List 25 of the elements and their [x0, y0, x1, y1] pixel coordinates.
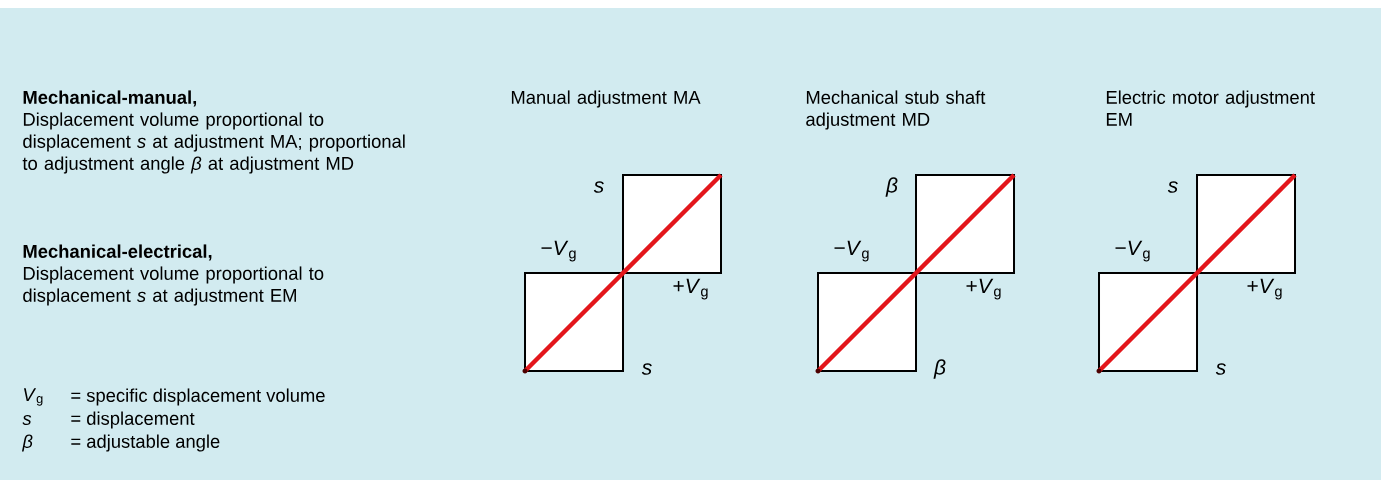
heading: Mechanical-manual,: [23, 90, 197, 107]
symbol: +V$_{g}$: [673, 278, 708, 300]
symbol: V$_{g}$: [24, 388, 43, 406]
symbol: −V$_{g}$: [541, 240, 576, 262]
symbol: s: [593, 181, 604, 193]
symbol: β: [885, 177, 898, 197]
legend-text: = specific displacement volume: [71, 388, 325, 406]
symbol: β: [21, 434, 33, 452]
symbol: s: [641, 363, 652, 375]
symbol: +V$_{g}$: [1247, 278, 1282, 300]
symbol: −V$_{g}$: [1115, 240, 1150, 262]
symbol: s: [1167, 181, 1178, 193]
symbol: −V$_{g}$: [834, 240, 869, 262]
heading: Mechanical-electrical,: [23, 244, 212, 261]
legend-text: = adjustable angle: [71, 434, 220, 452]
panel-title: Electric motor adjustment EM: [1106, 90, 1315, 126]
panel-title: Mechanical stub shaft adjustment MD: [806, 90, 986, 130]
paragraph: Displacement volume proportional to displacement s at adjustment MA; proportional to adjustment angle β at adjustment MD: [22, 112, 405, 174]
symbol: β: [933, 359, 946, 379]
panel-title: Manual adjustment MA: [511, 90, 701, 108]
paragraph: Displacement volume proportional to displacement s at adjustment EM: [23, 266, 324, 306]
symbol: s: [1215, 363, 1226, 375]
symbol: +V$_{g}$: [966, 278, 1001, 300]
symbol: s: [22, 414, 32, 426]
legend-text: = displacement: [71, 411, 195, 429]
